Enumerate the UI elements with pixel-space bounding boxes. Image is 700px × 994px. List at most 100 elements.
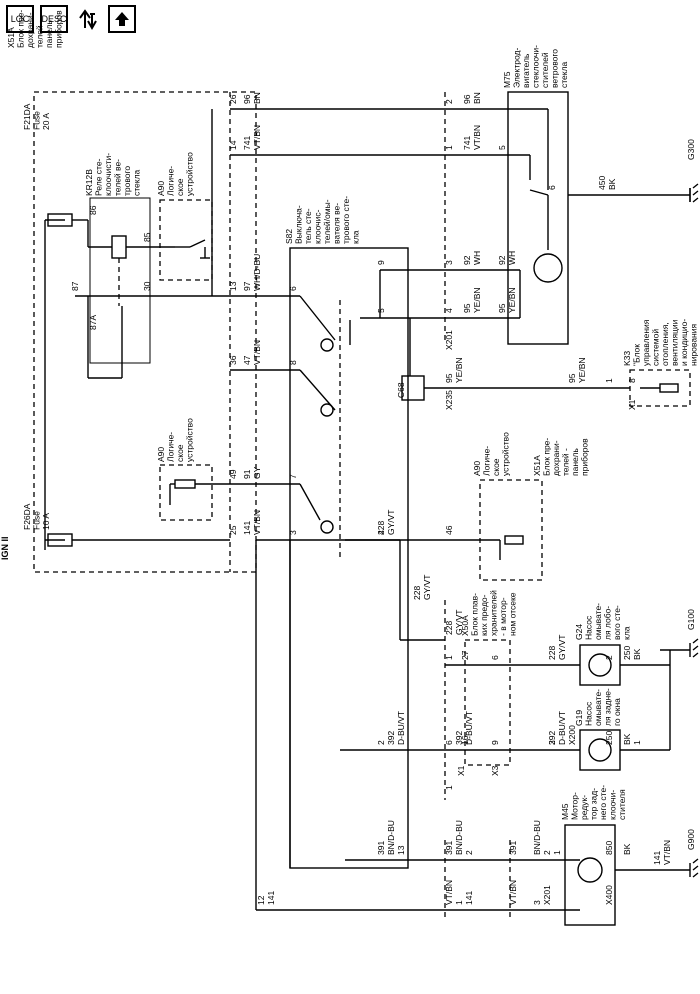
wire-label: 96 xyxy=(242,94,252,104)
g24-label: G24Насосомывате-ля лобо-вого сте-кла xyxy=(574,603,632,640)
wire-label: D-BU/VT xyxy=(557,711,567,745)
s82-contact-3 xyxy=(320,520,334,534)
wire-label: 250 xyxy=(622,646,632,660)
wire-label: 391 xyxy=(444,841,454,855)
wire-label: 87 xyxy=(70,281,80,291)
wire-label: 392 xyxy=(386,731,396,745)
wire-label: YE/BN xyxy=(454,357,464,383)
x51a-mid-label: X51AБлок пре-дохрани-телей -панельприбор… xyxy=(532,438,590,476)
wire-label: BN xyxy=(472,92,482,104)
wire-label: VT/BN xyxy=(472,125,482,150)
wire-label: 12 xyxy=(256,895,266,905)
wire-label: 228 xyxy=(444,621,454,635)
wire-label: GY/VT xyxy=(422,574,432,600)
s82-outline xyxy=(289,247,409,869)
wire-label: YE/BN xyxy=(577,357,587,383)
wire-label: 8 xyxy=(288,360,298,365)
a90-2-label: A90Логиче-скоеустройство xyxy=(156,418,195,462)
x50a-outline xyxy=(464,639,511,766)
wire-label: 2 xyxy=(376,740,386,745)
m75-motor-symbol xyxy=(533,253,563,283)
x51a-fuse-box-outline xyxy=(33,91,257,573)
wire-label: 741 xyxy=(242,136,252,150)
s82-contact-1 xyxy=(320,338,334,352)
wire-label: 30 xyxy=(142,281,152,291)
wire-label: 27 xyxy=(460,650,470,660)
k33-label: K33"Блокуправлениясистемойотопления,вент… xyxy=(622,319,700,366)
wire-label: 392 xyxy=(454,731,464,745)
f21da-label: F21DAFuse20 A xyxy=(22,103,51,130)
wire-label: 1 xyxy=(632,740,642,745)
wire-label: X201 xyxy=(444,330,454,350)
g300-ground-icon xyxy=(689,183,699,203)
wire-label: 228 xyxy=(547,646,557,660)
g100-label: G100 xyxy=(686,609,696,630)
ground-symbols xyxy=(689,183,699,878)
wire-label: 13 xyxy=(396,845,406,855)
wire-label: 141 xyxy=(464,891,474,905)
wire-label: 9 xyxy=(490,740,500,745)
wire-label: 741 xyxy=(462,136,472,150)
wire-label: X3 xyxy=(490,765,500,776)
wire-label: 1 xyxy=(454,900,464,905)
loc-button[interactable]: LOC xyxy=(6,5,34,33)
wire-label: 95 xyxy=(444,373,454,383)
wire-label: 3 xyxy=(288,530,298,535)
wire-label: 1 xyxy=(444,785,454,790)
wire-label: 2 xyxy=(542,850,552,855)
wire-label: 95 xyxy=(497,303,507,313)
wire-label: 86 xyxy=(88,205,98,215)
wire-label: 3 xyxy=(444,260,454,265)
wire-label: 96 xyxy=(462,94,472,104)
wire-label: 850 xyxy=(604,841,614,855)
wire-label: 6 xyxy=(288,286,298,291)
wire-label: X200 xyxy=(567,725,577,745)
wire-label: 4 xyxy=(376,530,386,535)
wire-label: 14 xyxy=(228,140,238,150)
wire-label: BK xyxy=(607,178,617,190)
component-labels: IGN II X51AБлок пре-дохрани-телей -панел… xyxy=(0,10,700,850)
up-button[interactable] xyxy=(108,5,136,33)
g900-label: G900 xyxy=(686,829,696,850)
wire-label: 4 xyxy=(444,308,454,313)
g900-ground-icon xyxy=(689,858,699,878)
f26da-label: F26DAFuse10 A xyxy=(22,503,51,530)
loc-label: LOC xyxy=(10,13,30,24)
m75-outline xyxy=(507,91,569,345)
wire-label: 6 xyxy=(490,655,500,660)
wire-label: 3 xyxy=(532,900,542,905)
s82-label: S82Выключа-тель сте-клоочис-телей/омы-ва… xyxy=(284,196,361,244)
g300-label: G300 xyxy=(686,139,696,160)
wire-label: 250 xyxy=(604,731,614,745)
a90-mid-outline xyxy=(159,464,213,521)
a90-3-label: A90Логиче-скоеустройство xyxy=(472,432,511,476)
m45-motor-symbol xyxy=(577,857,603,883)
s82-contact-2 xyxy=(320,403,334,417)
wire-label: 391 xyxy=(508,841,518,855)
wire-label: VT/BN xyxy=(444,880,454,905)
wire-label: 1 xyxy=(604,378,614,383)
wire-label: 25 xyxy=(228,525,238,535)
wire-label: 16 xyxy=(460,735,470,745)
wire-label: X201 xyxy=(542,885,552,905)
wire-label: BK xyxy=(622,733,632,745)
wire-label: D-BU/VT xyxy=(396,711,406,745)
wire-label: 13 xyxy=(228,281,238,291)
x51a-top-label: X51AБлок пре-дохрани-телей -панельприбор… xyxy=(6,10,64,48)
wire-label: 95 xyxy=(567,373,577,383)
wire-label: 1 xyxy=(444,145,454,150)
wire-label: 95 xyxy=(462,303,472,313)
wire-label: 2 xyxy=(444,99,454,104)
wire-label: X1 xyxy=(456,765,466,776)
desc-button[interactable]: DESC xyxy=(40,5,68,33)
wire-label: GY/VT xyxy=(386,509,396,535)
wire-label: 228 xyxy=(412,586,422,600)
desc-label: DESC xyxy=(41,13,67,24)
wire-label: BN/D-BU xyxy=(386,820,396,855)
connector-swap-button[interactable] xyxy=(74,5,102,33)
wire-label: 49 xyxy=(228,469,238,479)
wire-label: 392 xyxy=(547,731,557,745)
wire-label: BK xyxy=(632,648,642,660)
wire-label: X1 xyxy=(627,399,637,410)
